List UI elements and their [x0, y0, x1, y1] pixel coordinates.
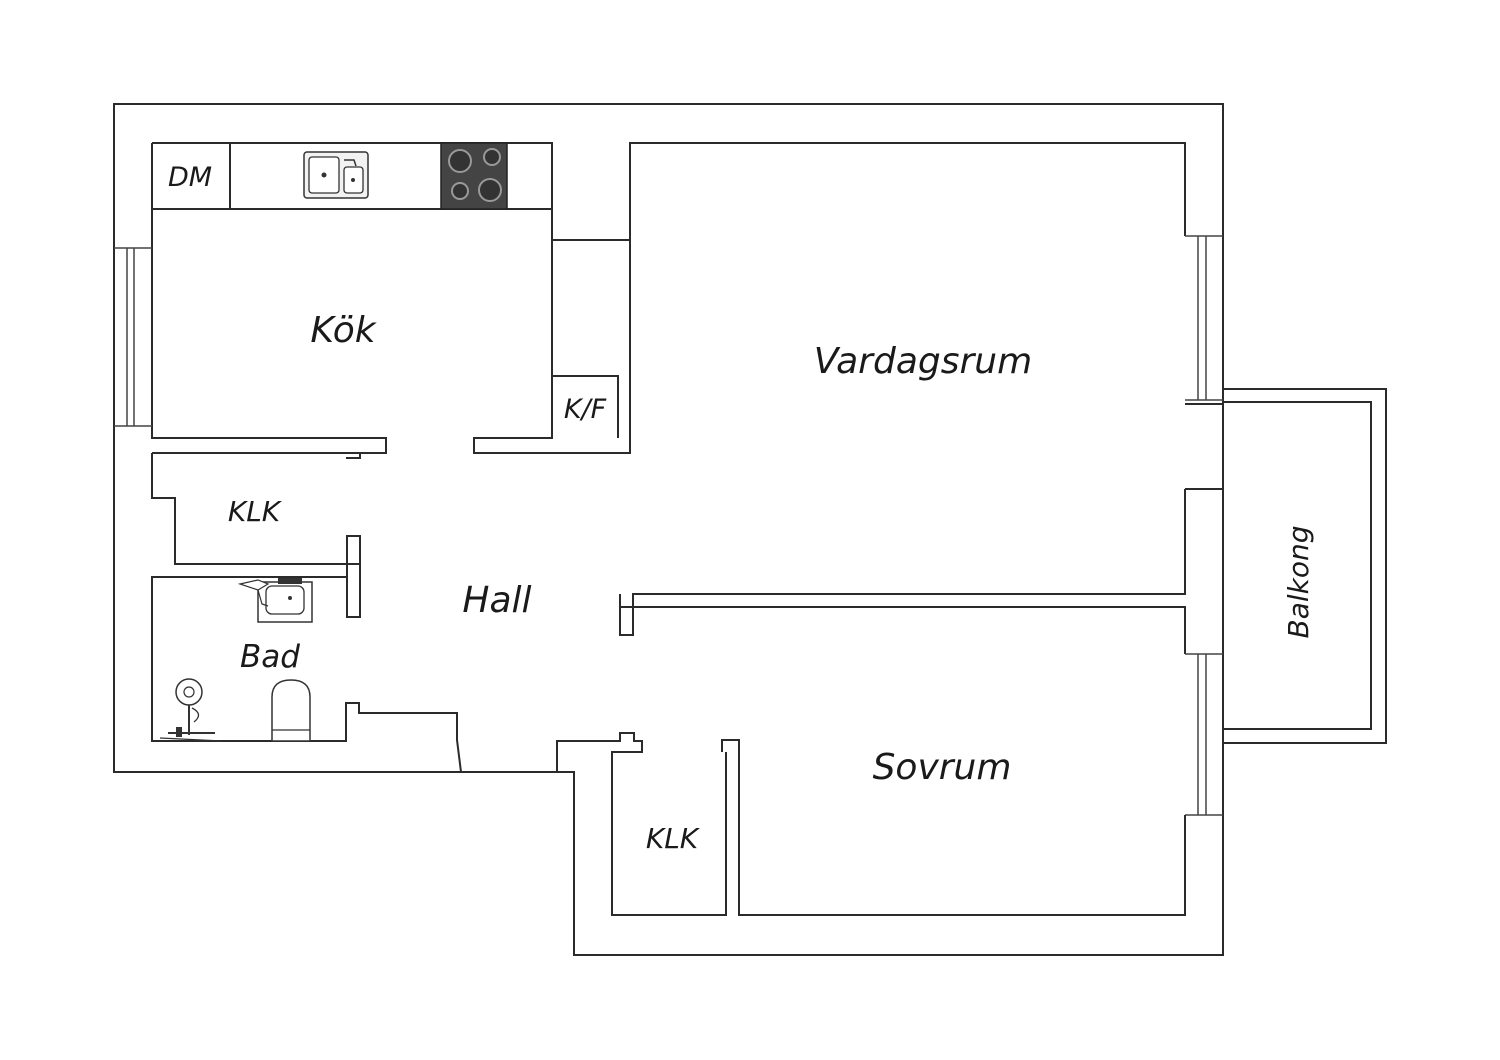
kitchen-window [114, 247, 152, 427]
outer-wall [113, 103, 1224, 956]
label-fridge-freezer: K/F [564, 394, 607, 425]
toilet-icon [271, 679, 311, 742]
label-dishwasher: DM [168, 162, 212, 193]
label-closet-bedroom: KLK [646, 822, 701, 855]
label-living-room: Vardagsrum [814, 341, 1032, 382]
living-room-divider [619, 488, 1223, 654]
bathroom-wall [151, 576, 462, 773]
balcony-railing [1223, 401, 1372, 730]
label-hall: Hall [462, 580, 531, 621]
label-bathroom: Bad [240, 639, 300, 675]
kitchen-sink-icon [303, 151, 369, 199]
fridge-box [552, 375, 619, 438]
hall-closet-wall [151, 452, 361, 618]
shower-icon [159, 678, 223, 742]
label-balcony: Balkong [1282, 525, 1315, 638]
bedroom-window [1185, 653, 1223, 816]
stove-icon [440, 142, 508, 210]
label-kitchen: Kök [310, 310, 377, 351]
label-closet-hall: KLK [228, 495, 283, 528]
balcony-outline [1223, 388, 1387, 744]
living-room-window [1185, 235, 1223, 401]
kitchen-east-wall [473, 142, 1186, 454]
label-bedroom: Sovrum [873, 747, 1012, 788]
bedroom-wall [721, 739, 1186, 916]
kitchen-counter [152, 142, 553, 210]
bathroom-sink-icon [257, 578, 313, 623]
towel-hook-icon [237, 579, 270, 607]
bedroom-closet-wall [556, 732, 727, 916]
